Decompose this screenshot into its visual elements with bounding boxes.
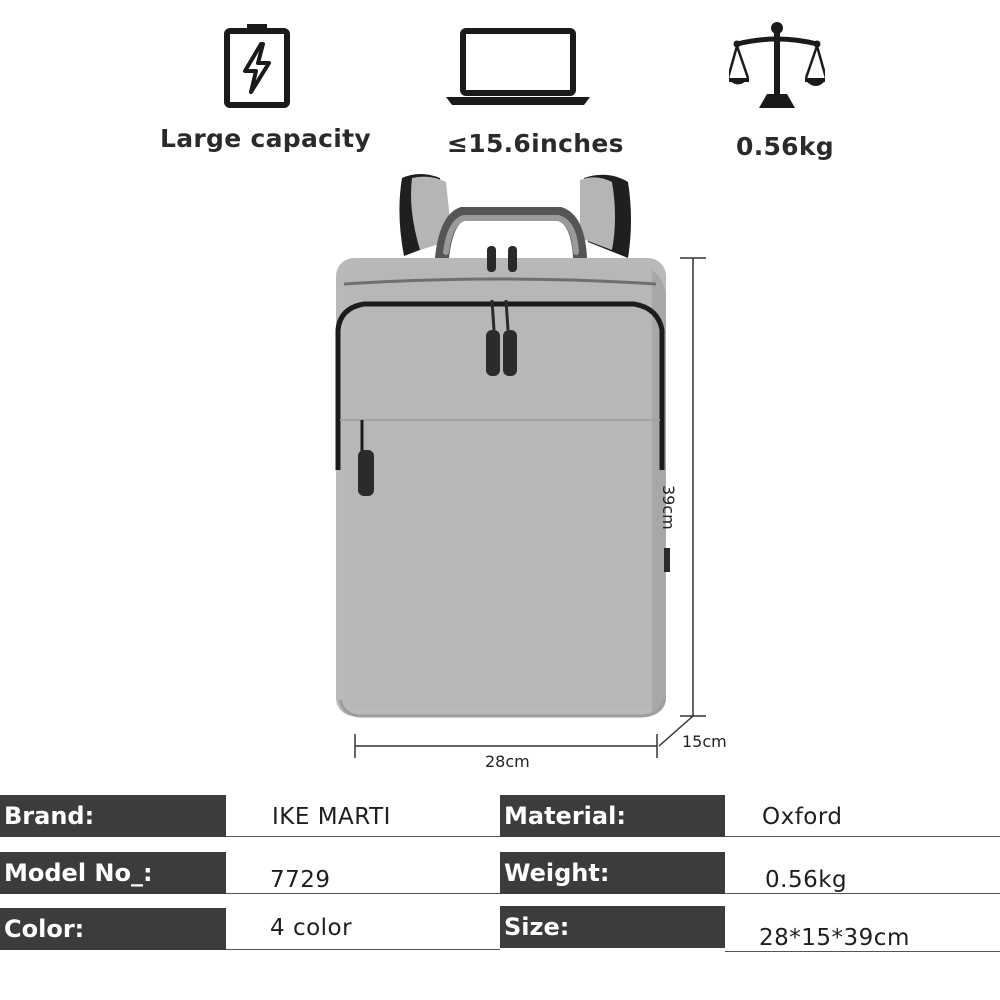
dimension-depth-line — [658, 715, 694, 747]
feature-capacity-label: Large capacity — [160, 124, 371, 153]
dimension-width-line — [354, 734, 658, 758]
product-illustration: 39cm 28cm 15cm — [320, 165, 760, 785]
battery-bolt-icon — [224, 24, 290, 108]
laptop-icon — [446, 28, 590, 105]
feature-weight-label: 0.56kg — [736, 132, 835, 161]
spec-size-value: 28*15*39cm — [725, 906, 1000, 952]
spec-brand-value: IKE MARTI — [226, 795, 500, 837]
dimension-width-label: 28cm — [485, 752, 530, 771]
backpack-image — [335, 174, 706, 758]
main-zipper — [343, 277, 657, 286]
dimension-depth-label: 15cm — [682, 732, 727, 751]
spec-material-label: Material: — [500, 795, 725, 837]
spec-weight-value: 0.56kg — [725, 852, 1000, 894]
spec-color-label: Color: — [0, 908, 226, 950]
dimension-height-line — [680, 257, 706, 717]
spec-size-label: Size: — [500, 906, 725, 948]
spec-model-value: 7729 — [226, 852, 500, 894]
top-handle — [435, 207, 587, 265]
front-pocket — [335, 301, 665, 470]
feature-laptop-label: ≤15.6inches — [447, 129, 624, 158]
spec-brand-label: Brand: — [0, 795, 226, 837]
spec-color-value: 4 color — [226, 904, 500, 950]
front-zipper-pull — [486, 330, 500, 376]
scale-icon — [729, 22, 825, 108]
spec-material-value: Oxford — [725, 795, 1000, 837]
spec-weight-label: Weight: — [500, 852, 725, 894]
dimension-height-label: 39cm — [659, 485, 678, 530]
spec-model-label: Model No_: — [0, 852, 226, 894]
